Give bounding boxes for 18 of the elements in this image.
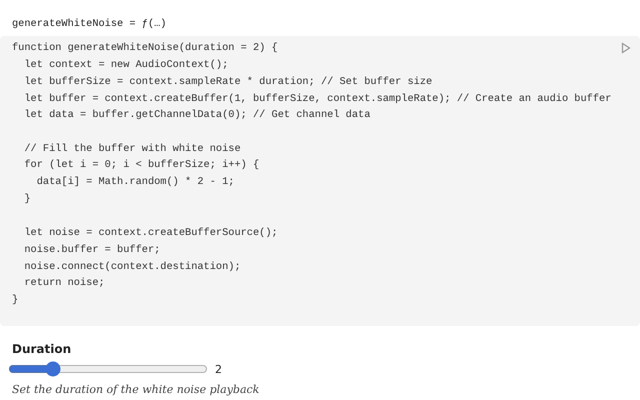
code-line: for (let i = 0; i < bufferSize; i++) { [23, 158, 260, 172]
code-line: return noise; [23, 276, 105, 290]
code-line: noise.buffer = buffer; [23, 243, 160, 257]
code-line: let buffer = context.createBuffer(1, bufferSize, context.sampleRate); // Create an audio buffer [23, 92, 612, 106]
field-label: Duration [12, 342, 72, 356]
slider-value: 2 [215, 363, 222, 376]
code-line: let data = buffer.getChannelData(0); // Get channel data [23, 108, 370, 122]
code-line: } [23, 192, 31, 206]
code-line: // Fill the buffer with white noise [23, 142, 241, 156]
code-line: } [12, 293, 18, 307]
code-line: let noise = context.createBufferSource(); [23, 226, 278, 240]
help-text: Set the duration of the white noise playback [12, 383, 260, 396]
code-line: noise.connect(context.destination); [23, 260, 241, 274]
code-line: let bufferSize = context.sampleRate * duration; // Set buffer size [23, 75, 432, 89]
code-line: data[i] = Math.random() * 2 - 1; [36, 175, 234, 189]
code-line: function generateWhiteNoise(duration = 2) { [12, 41, 278, 55]
code-line: let context = new AudioContext(); [23, 58, 228, 72]
cell-output-name: generateWhiteNoise = ƒ(…) [12, 17, 166, 31]
